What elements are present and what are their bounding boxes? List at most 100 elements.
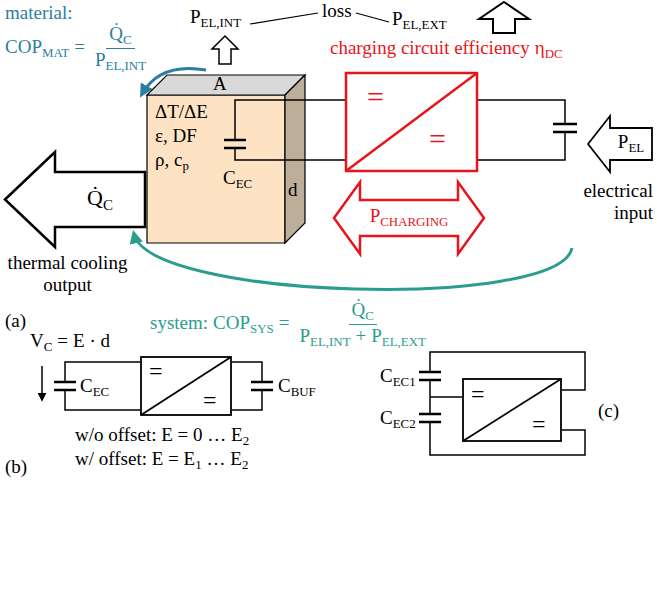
- material-label: material:: [5, 2, 73, 24]
- subscript: BUF: [291, 384, 316, 399]
- subscript: C: [103, 197, 113, 213]
- material-parameter: d: [288, 179, 298, 200]
- subscript: C: [365, 308, 374, 323]
- capacitor-label: CEC2: [380, 407, 416, 432]
- capacitor-label: CEC1: [380, 365, 416, 390]
- material-parameter: CEC: [223, 167, 252, 192]
- panel-label: (a): [5, 310, 26, 332]
- cop-material-formula: =: [74, 36, 85, 57]
- capacitor-symbol: [419, 372, 441, 422]
- material-parameter: A: [213, 73, 227, 94]
- electrical-input-arrow: PEL: [588, 116, 652, 172]
- subscript: EC: [236, 176, 253, 191]
- converter-symbol: =: [532, 412, 546, 436]
- denominator: PEL,INT: [92, 49, 149, 73]
- heat-label: Q̇: [87, 185, 103, 210]
- block-arrow-outline: [588, 116, 652, 172]
- cop-system-formula: =: [279, 312, 290, 333]
- subscript: 2: [242, 457, 248, 472]
- cop-material-formula: COP: [5, 36, 42, 57]
- material-label: material:: [5, 2, 73, 23]
- subscript: C: [44, 339, 53, 354]
- loss-label: loss: [322, 0, 352, 22]
- output-label: thermal cooling output: [5, 252, 130, 296]
- external-loss-label: PEL,EXT: [392, 8, 447, 33]
- loss-label: loss: [322, 0, 352, 21]
- internal-loss-arrow: [212, 36, 238, 64]
- dc-dc-converter: ==: [345, 72, 478, 172]
- cop-system-formula: P: [371, 325, 382, 346]
- capacitor-wire: [235, 100, 305, 160]
- buffer-wire: [478, 100, 565, 160]
- converter-symbol: =: [471, 382, 485, 406]
- subscript: MAT: [42, 45, 69, 60]
- external-loss-label: P: [392, 8, 403, 29]
- subscript: EL,INT: [310, 334, 351, 349]
- capacitor-symbol: [553, 124, 577, 132]
- material-parameter: C: [223, 167, 236, 188]
- denominator: PEL,INT+PEL,EXT: [296, 325, 428, 349]
- cooling-output-arrow-outline: [5, 152, 145, 247]
- power-label: PEL: [618, 132, 644, 155]
- material-parameter: d: [288, 179, 298, 201]
- input-label: electrical input: [583, 180, 653, 223]
- converter-outline: [346, 73, 477, 171]
- material-parameter: ρ, c: [155, 149, 182, 170]
- subscript: 2: [243, 433, 249, 448]
- cop-material-formula: Q̇: [109, 23, 123, 44]
- capacitor-label: CBUF: [278, 375, 316, 400]
- efficiency-label: η: [535, 37, 545, 58]
- internal-loss-label: P: [190, 6, 201, 27]
- circuit-wire: [430, 352, 585, 455]
- fraction: Q̇CPEL,INT: [92, 24, 149, 74]
- subscript: CHARGING: [380, 214, 448, 229]
- numerator: Q̇C: [349, 300, 377, 325]
- panel-label: (b): [5, 456, 27, 477]
- converter-symbol: =: [149, 358, 163, 384]
- external-loss-arrow: [479, 2, 529, 33]
- dc-dc-converter-outline: [345, 72, 478, 172]
- charging-power-arrow: PCHARGING: [334, 182, 484, 254]
- subscript: EL,EXT: [382, 334, 426, 349]
- double-arrow-outline: [334, 182, 484, 254]
- panel-label: (c): [598, 400, 619, 422]
- converter-symbol: =: [203, 387, 217, 413]
- power-label: P: [618, 131, 629, 152]
- output-label: thermal cooling output: [8, 252, 128, 295]
- front-face: [147, 95, 285, 243]
- voltage-formula: =: [57, 330, 68, 351]
- numerator: Q̇C: [106, 24, 134, 49]
- material-parameter: ρ, cp: [155, 149, 189, 174]
- internal-loss-label: PEL,INT: [190, 6, 241, 31]
- heat-label: Q̇C: [87, 187, 113, 213]
- efficiency-label: charging circuit efficiency: [330, 37, 530, 58]
- cop-system-formula: P: [299, 325, 310, 346]
- subscript: EC: [93, 384, 110, 399]
- capacitor-label: C: [278, 375, 291, 396]
- subscript: EL,EXT: [403, 17, 447, 32]
- material-parameter: ΔT/ΔE: [155, 101, 208, 123]
- material-parameter: ΔT/ΔE: [155, 101, 208, 122]
- wire: [305, 99, 345, 101]
- subscript: EL,INT: [201, 15, 242, 30]
- material-parameter: ε, DF: [155, 125, 197, 147]
- panel-label: (b): [5, 456, 27, 478]
- loss-bracket: [356, 13, 389, 22]
- cop-system-formula: Q̇: [352, 299, 366, 320]
- converter-symbol: =: [149, 359, 163, 383]
- block-arrow-outline: [5, 152, 145, 247]
- voltage-formula: V: [30, 330, 44, 351]
- cooling-output-arrow: Q̇C: [5, 152, 145, 247]
- subscript: EC1: [393, 374, 416, 389]
- wire: [305, 159, 345, 161]
- capacitor-label: C: [380, 365, 393, 386]
- circuit-wire: [65, 362, 262, 410]
- converter-diagonal: [141, 357, 231, 415]
- subscript: p: [182, 158, 188, 173]
- converter-symbol: =: [429, 122, 446, 155]
- power-label: P: [370, 205, 381, 226]
- converter-symbol: =: [367, 80, 384, 113]
- loss-bracket: [250, 13, 318, 24]
